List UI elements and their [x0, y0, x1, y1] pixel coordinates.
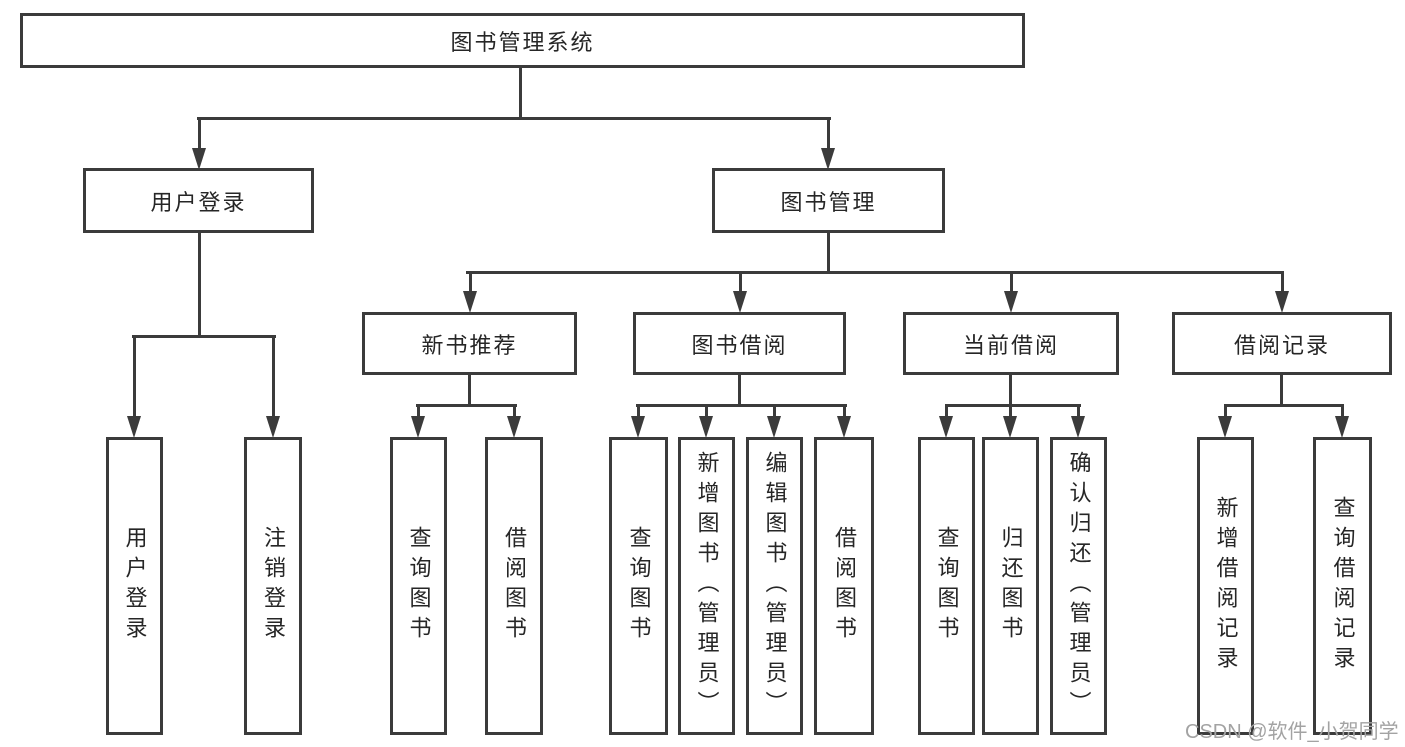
connector-line: [1280, 373, 1283, 407]
connector-line: [133, 335, 136, 418]
arrow-down-icon: [411, 416, 425, 438]
connector-line: [198, 117, 201, 150]
leaf-borrow-book: 借阅图书: [485, 437, 543, 735]
connector-line: [945, 404, 948, 418]
connector-line: [827, 117, 830, 150]
connector-line: [945, 404, 1081, 407]
connector-line: [417, 404, 420, 418]
node-label: 新书推荐: [421, 332, 518, 358]
connector-line: [468, 373, 471, 407]
node-label: 用户登录: [150, 189, 247, 215]
leaf-label: 确认归还（管理员）: [1066, 451, 1092, 721]
arrow-down-icon: [127, 416, 141, 438]
connector-line: [198, 231, 201, 338]
leaf-label: 查询图书: [934, 526, 960, 646]
node-label: 当前借阅: [962, 332, 1059, 358]
node-label: 借阅记录: [1233, 332, 1330, 358]
leaf-label: 新增图书（管理员）: [694, 451, 720, 721]
connector-line: [636, 404, 847, 407]
arrow-down-icon: [1003, 416, 1017, 438]
leaf-query-book: 查询图书: [609, 437, 668, 735]
leaf-logout: 注销登录: [244, 437, 302, 735]
connector-line: [1077, 404, 1080, 418]
node-book-borrow: 图书借阅: [633, 312, 846, 375]
leaf-query-book: 查询图书: [390, 437, 447, 735]
leaf-edit-book-admin: 编辑图书（管理员）: [746, 437, 803, 735]
arrow-down-icon: [1071, 416, 1085, 438]
connector-line: [827, 231, 830, 274]
leaf-label: 归还图书: [998, 526, 1024, 646]
connector-line: [1224, 404, 1344, 407]
leaf-label: 查询图书: [626, 526, 652, 646]
connector-line: [738, 373, 741, 407]
connector-line: [1224, 404, 1227, 418]
node-book-management: 图书管理: [712, 168, 945, 233]
leaf-user-login: 用户登录: [106, 437, 163, 735]
connector-line: [843, 404, 846, 418]
connector-line: [513, 404, 516, 418]
connector-line: [197, 117, 831, 120]
arrow-down-icon: [939, 416, 953, 438]
connector-line: [272, 335, 275, 418]
arrow-down-icon: [821, 148, 835, 170]
arrow-down-icon: [192, 148, 206, 170]
connector-line: [416, 404, 517, 407]
arrow-down-icon: [767, 416, 781, 438]
leaf-label: 编辑图书（管理员）: [762, 451, 788, 721]
leaf-query-borrow-record: 查询借阅记录: [1313, 437, 1372, 735]
connector-line: [739, 271, 742, 293]
leaf-query-book: 查询图书: [918, 437, 975, 735]
arrow-down-icon: [1218, 416, 1232, 438]
connector-line: [1009, 404, 1012, 418]
node-borrow-records: 借阅记录: [1172, 312, 1392, 375]
connector-line: [132, 335, 276, 338]
arrow-down-icon: [507, 416, 521, 438]
leaf-label: 借阅图书: [832, 526, 857, 646]
node-label: 图书管理: [780, 189, 877, 215]
arrow-down-icon: [1335, 416, 1349, 438]
node-new-book-recommend: 新书推荐: [362, 312, 577, 375]
connector-line: [773, 404, 776, 418]
node-current-borrow: 当前借阅: [903, 312, 1119, 375]
leaf-label: 查询借阅记录: [1330, 496, 1356, 676]
arrow-down-icon: [837, 416, 851, 438]
leaf-label: 用户登录: [122, 526, 148, 646]
leaf-label: 注销登录: [261, 526, 286, 646]
connector-line: [519, 66, 522, 119]
node-label: 图书借阅: [691, 332, 788, 358]
node-label: 图书管理系统: [450, 29, 595, 55]
arrow-down-icon: [266, 416, 280, 438]
leaf-confirm-return-admin: 确认归还（管理员）: [1050, 437, 1107, 735]
arrow-down-icon: [1275, 291, 1289, 313]
leaf-add-book-admin: 新增图书（管理员）: [678, 437, 735, 735]
connector-line: [1281, 271, 1284, 293]
leaf-borrow-book: 借阅图书: [814, 437, 874, 735]
leaf-label: 新增借阅记录: [1213, 496, 1239, 676]
connector-line: [1341, 404, 1344, 418]
node-root: 图书管理系统: [20, 13, 1025, 68]
arrow-down-icon: [631, 416, 645, 438]
arrow-down-icon: [733, 291, 747, 313]
connector-line: [466, 271, 1284, 274]
csdn-watermark: CSDN @软件_小贺同学: [1185, 721, 1399, 743]
connector-line: [1010, 271, 1013, 293]
node-user-login: 用户登录: [83, 168, 314, 233]
leaf-add-borrow-record: 新增借阅记录: [1197, 437, 1254, 735]
arrow-down-icon: [1004, 291, 1018, 313]
leaf-label: 借阅图书: [502, 526, 527, 646]
leaf-label: 查询图书: [406, 526, 432, 646]
connector-line: [637, 404, 640, 418]
leaf-return-book: 归还图书: [982, 437, 1039, 735]
arrow-down-icon: [463, 291, 477, 313]
arrow-down-icon: [699, 416, 713, 438]
connector-line: [1009, 373, 1012, 407]
connector-line: [705, 404, 708, 418]
connector-line: [469, 271, 472, 293]
